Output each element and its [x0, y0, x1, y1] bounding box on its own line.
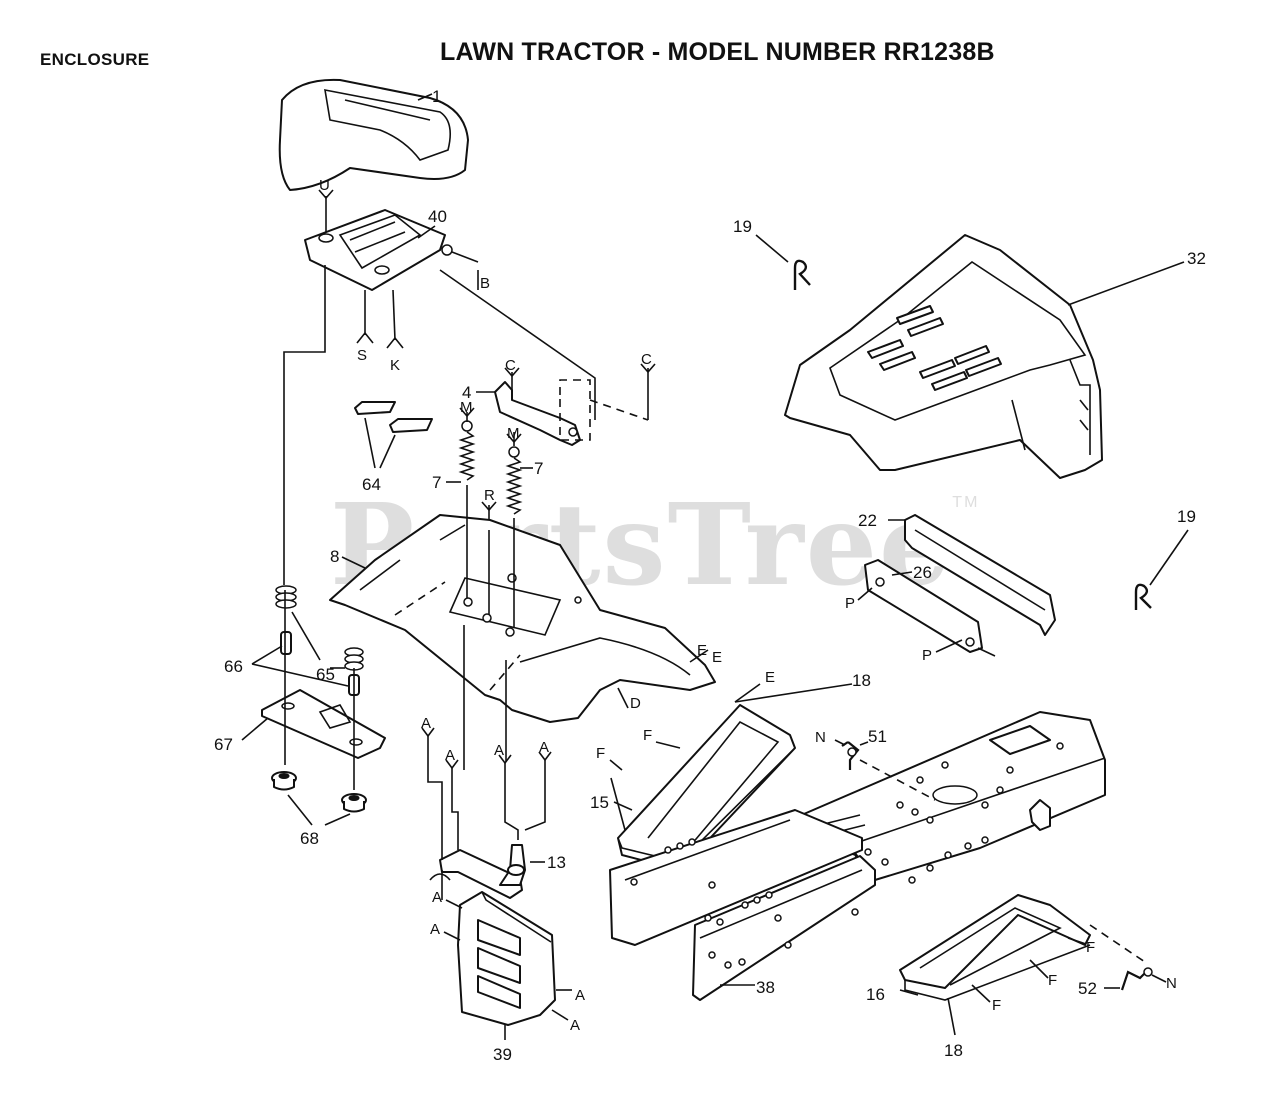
ref-A-39a: A	[432, 889, 442, 906]
ref-F-16a: F	[1086, 939, 1095, 956]
ref-F-15a: F	[643, 727, 652, 744]
callout-19-top: 19	[733, 217, 752, 236]
callout-19-right: 19	[1177, 507, 1196, 526]
callout-52: 52	[1078, 979, 1097, 998]
part-plate-67	[261, 689, 386, 759]
ref-E-fender-b: E	[712, 649, 722, 666]
ref-N-51: N	[815, 729, 826, 746]
callout-16: 16	[866, 985, 885, 1004]
ref-M-left: M	[460, 399, 473, 416]
part-bracket-26	[864, 559, 983, 653]
ref-E-footrest: E	[765, 669, 775, 686]
ref-A-13a: A	[421, 715, 431, 732]
part-bushings-68	[271, 771, 367, 813]
part-seat-bracket	[304, 209, 453, 291]
callout-7-left: 7	[432, 473, 441, 492]
part-spring-left	[458, 420, 476, 481]
part-seat-adjuster	[494, 381, 581, 446]
ref-S: S	[357, 347, 367, 364]
callout-39: 39	[493, 1045, 512, 1064]
part-clip-52	[1120, 967, 1153, 991]
callout-18-top: 18	[852, 671, 871, 690]
part-seat	[278, 78, 469, 191]
part-footrest-16	[899, 894, 1091, 1001]
ref-U: U	[319, 177, 330, 194]
part-dash-22	[904, 514, 1056, 636]
ref-A-39d: A	[570, 1017, 580, 1034]
part-clip-19-top	[793, 259, 811, 290]
callout-15: 15	[590, 793, 609, 812]
ref-E-fender-a: E	[697, 642, 707, 659]
ref-D: D	[630, 695, 641, 712]
ref-K: K	[390, 357, 400, 374]
callout-13: 13	[547, 853, 566, 872]
callout-22: 22	[858, 511, 877, 530]
ref-A-39c: A	[575, 987, 585, 1004]
callout-26: 26	[913, 563, 932, 582]
callout-66: 66	[224, 657, 243, 676]
page-title: LAWN TRACTOR - MODEL NUMBER RR1238B	[440, 38, 995, 66]
callout-64: 64	[362, 475, 381, 494]
part-spring-right	[505, 446, 523, 515]
ref-N-52: N	[1166, 975, 1177, 992]
part-frame	[609, 711, 1106, 1001]
part-clip-51	[841, 741, 860, 770]
ref-P-upper: P	[845, 595, 855, 612]
ref-F-16b: F	[1048, 972, 1057, 989]
callout-32: 32	[1187, 249, 1206, 268]
section-label: ENCLOSURE	[40, 50, 150, 69]
ref-A-13d: A	[539, 739, 549, 756]
callout-40: 40	[428, 207, 447, 226]
part-footrest-15	[617, 704, 796, 871]
ref-A-39b: A	[430, 921, 440, 938]
ref-M-right: M	[507, 425, 520, 442]
part-hood	[784, 234, 1103, 479]
part-pads	[354, 401, 433, 433]
callout-8: 8	[330, 547, 339, 566]
ref-C-adjuster: C	[505, 357, 516, 374]
callout-51: 51	[868, 727, 887, 746]
ref-R: R	[484, 487, 495, 504]
callout-68: 68	[300, 829, 319, 848]
ref-A-13c: A	[494, 742, 504, 759]
callout-67: 67	[214, 735, 233, 754]
ref-C-right: C	[641, 351, 652, 368]
ref-B: B	[480, 275, 490, 292]
callout-1: 1	[432, 87, 441, 106]
ref-P-lower: P	[922, 647, 932, 664]
part-panel-39	[457, 891, 556, 1026]
callout-18-bottom: 18	[944, 1041, 963, 1060]
callout-38: 38	[756, 978, 775, 997]
ref-A-13b: A	[445, 747, 455, 764]
ref-F-16c: F	[992, 997, 1001, 1014]
part-bracket-13	[429, 844, 526, 899]
part-fender	[329, 514, 716, 723]
callout-4: 4	[462, 383, 471, 402]
watermark-trademark: TM	[952, 494, 980, 511]
callout-7-right: 7	[534, 459, 543, 478]
ref-F-15b: F	[596, 745, 605, 762]
part-clip-19-right	[1134, 583, 1152, 610]
